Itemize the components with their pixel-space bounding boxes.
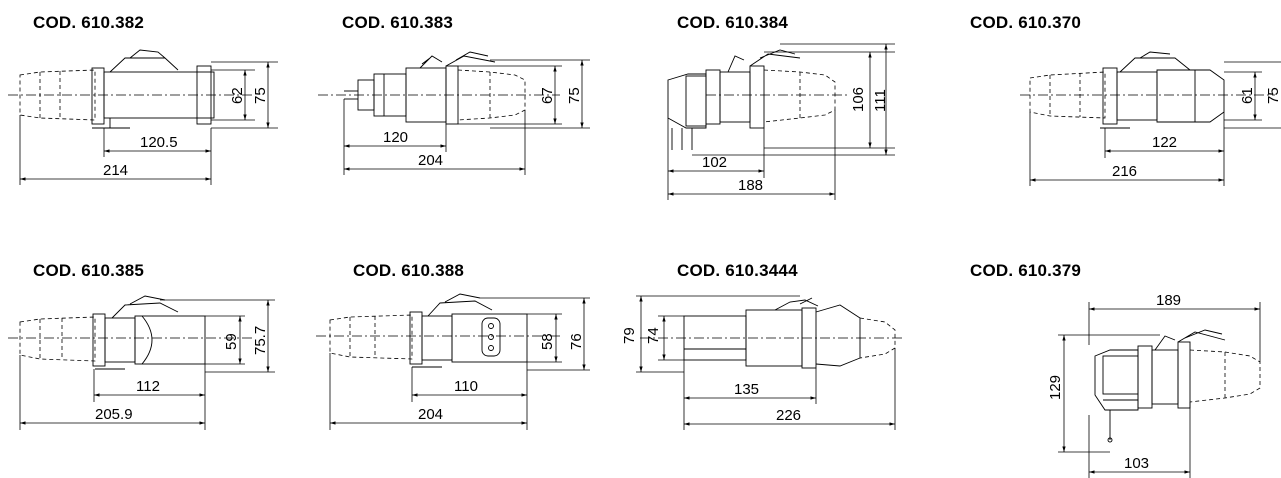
title-610-384: COD. 610.384: [677, 13, 789, 32]
dim-384-outer-height: 111: [872, 89, 889, 112]
title-610-388: COD. 610.388: [353, 261, 465, 280]
dim-383-outer-height: 75: [566, 87, 583, 104]
dim-3444-outer-height: 79: [621, 327, 638, 344]
title-610-3444: COD. 610.3444: [677, 261, 798, 280]
dim-388-outer-height: 76: [568, 333, 585, 350]
dim-379-bottom-length: 103: [1124, 455, 1149, 472]
dim-388-total-length: 204: [418, 406, 443, 423]
drawing-610-370: [1020, 51, 1281, 186]
dim-383-total-length: 204: [418, 152, 443, 169]
dim-370-inner-height: 61: [1239, 87, 1256, 104]
dim-382-mid-length: 120.5: [140, 134, 178, 151]
dim-382-total-length: 214: [103, 162, 128, 179]
dim-382-outer-height: 75: [252, 87, 269, 104]
dim-384-inner-height: 106: [850, 87, 867, 112]
dim-385-total-length: 205.9: [95, 406, 133, 423]
title-610-383: COD. 610.383: [342, 13, 454, 32]
dim-385-inner-height: 59: [223, 333, 240, 350]
title-610-385: COD. 610.385: [33, 261, 145, 280]
dim-379-top-length: 189: [1156, 292, 1181, 309]
dim-388-mid-length: 110: [454, 378, 478, 395]
drawing-610-382: [8, 49, 278, 185]
drawing-610-384: [667, 43, 895, 200]
title-610-382: COD. 610.382: [33, 13, 145, 32]
title-610-370: COD. 610.370: [970, 13, 1082, 32]
dim-382-inner-height: 62: [229, 87, 246, 104]
dim-384-mid-length: 102: [702, 154, 727, 171]
drawing-610-3444: [636, 295, 905, 430]
dim-388-inner-height: 58: [539, 333, 556, 350]
dim-370-mid-length: 122: [1152, 134, 1177, 151]
drawing-610-388: [316, 293, 590, 430]
dim-370-outer-height: 75: [1265, 87, 1281, 104]
dim-3444-mid-length: 135: [734, 381, 759, 398]
dim-3444-inner-height: 74: [645, 327, 662, 344]
drawing-610-385: [8, 295, 275, 430]
dim-379-height: 129: [1047, 375, 1064, 400]
dim-370-total-length: 216: [1112, 163, 1137, 180]
dim-385-mid-length: 112: [136, 378, 160, 395]
dim-384-total-length: 188: [738, 177, 763, 194]
dim-3444-total-length: 226: [776, 407, 801, 424]
dim-385-outer-height: 75.7: [252, 326, 269, 355]
drawing-610-379: [1058, 302, 1261, 478]
dim-383-inner-height: 67: [539, 87, 556, 104]
title-610-379: COD. 610.379: [970, 261, 1082, 280]
dim-383-mid-length: 120: [383, 129, 408, 146]
drawing-610-383: [318, 51, 590, 175]
